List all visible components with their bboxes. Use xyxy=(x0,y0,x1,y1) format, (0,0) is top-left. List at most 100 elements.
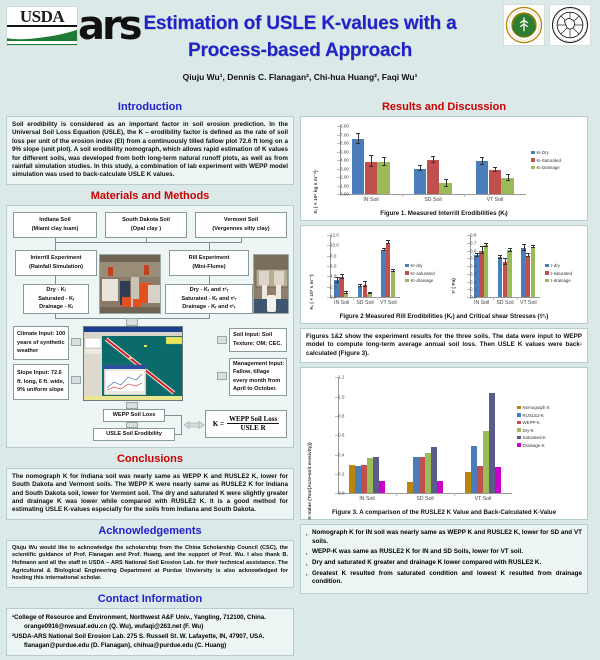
error-bar-cap xyxy=(369,155,373,157)
flow-line-interrill-vals xyxy=(55,275,56,284)
bar xyxy=(390,271,396,297)
legend-swatch xyxy=(405,271,409,275)
y-axis-tick xyxy=(467,242,470,244)
error-bar-cap xyxy=(531,246,536,248)
legend-label: WEPP-K xyxy=(522,420,540,426)
flow-usle-soil-erodibility: USLE Soil Erodibility xyxy=(93,427,175,441)
x-axis xyxy=(470,297,540,298)
legend-swatch xyxy=(517,443,521,447)
error-bar-cap xyxy=(358,285,363,287)
bar xyxy=(377,162,390,194)
x-axis-tick xyxy=(353,297,355,300)
error-bar-cap xyxy=(367,292,372,294)
flow-line-soils-h xyxy=(55,241,241,243)
legend-label: Saturated-K xyxy=(522,435,546,441)
bar xyxy=(344,292,349,297)
bar xyxy=(501,178,514,194)
y-axis-tick xyxy=(467,266,470,267)
legend-label: Kr-dry xyxy=(410,263,423,268)
figure-3-caption: Figure 3. A comparison of the RUSLE2 K V… xyxy=(331,509,557,517)
error-bar-cap xyxy=(498,257,503,259)
y-axis-tick xyxy=(327,276,330,278)
error-bar-cap xyxy=(443,186,448,188)
key-findings-list: Nomograph K for IN soil was nearly same … xyxy=(306,529,582,587)
error-bar xyxy=(507,175,509,181)
flow-management-input: Management Input: Fallow, tillage every … xyxy=(229,357,287,396)
legend-label: Ki-Drainage xyxy=(536,165,560,170)
key-findings-panel: Nomograph K for IN soil was nearly same … xyxy=(300,524,588,594)
x-axis-category-label: IN Soil xyxy=(474,300,490,306)
y-axis-tick xyxy=(337,134,340,136)
figure-1-caption: Figure 1. Measured Interrill Erodibiliti… xyxy=(380,210,508,217)
error-bar-cap xyxy=(480,163,485,165)
flow-arrow-to-wepp xyxy=(126,317,138,326)
y-axis-tick xyxy=(337,194,340,195)
bar xyxy=(362,284,367,297)
error-bar-cap xyxy=(503,258,507,260)
flow-line-vt-down xyxy=(241,237,242,243)
error-bar xyxy=(388,240,390,245)
legend-swatch xyxy=(531,165,535,170)
legend-item: Ki-Saturated xyxy=(531,158,561,163)
y-axis-tick xyxy=(335,454,338,456)
y-axis-tick xyxy=(337,126,340,127)
error-bar-cap xyxy=(521,249,526,251)
x-axis-category-label: VT Soil xyxy=(474,496,492,503)
y-axis-tick xyxy=(335,415,338,417)
flow-line-eq-bot xyxy=(175,433,182,435)
x-axis xyxy=(340,194,526,195)
methods-flowchart: Indiana Soil (Miami clay loam) South Dak… xyxy=(6,204,294,448)
flow-arrow-slope xyxy=(71,375,81,384)
y-axis-tick xyxy=(337,151,340,153)
flow-climate-input: Climate Input: 100 years of synthetic we… xyxy=(13,325,69,360)
x-axis-tick xyxy=(402,194,403,197)
x-axis xyxy=(338,493,512,495)
flow-line-sd-down xyxy=(146,237,147,243)
x-axis-category-label: SD Soil xyxy=(424,197,442,203)
ars-logo: ars xyxy=(78,3,143,49)
contact-emails-1: orange0916@nwsuaf.edu.cn (Q. Wu), wufaqi… xyxy=(24,623,204,631)
y-axis-tick xyxy=(327,297,330,298)
y-axis-tick xyxy=(335,473,338,475)
legend-swatch xyxy=(517,413,521,417)
bar xyxy=(372,456,379,494)
figure-3-panel: 0.00.20.40.60.81.01.2K-Value (Ton/(Acre•… xyxy=(300,367,588,521)
flow-wepp-soil-loss: WEPP Soil Loss xyxy=(103,408,165,422)
y-axis-tick xyxy=(337,168,340,170)
bar xyxy=(507,250,512,297)
mini-flume-lab-photo xyxy=(253,253,289,314)
flow-slope-input: Slope Input: 72.6 ft. long, 6 ft. wide, … xyxy=(13,363,69,400)
y-axis-tick xyxy=(467,281,470,283)
legend-label: τ-drainage xyxy=(550,278,571,283)
y-axis-tick xyxy=(327,266,330,267)
flow-south-dakota-soil: South Dakota Soil (Opal clay ) xyxy=(105,211,187,238)
y-axis-tick xyxy=(467,250,470,252)
flow-k-equation: K = WEPP Soil Loss USLE R xyxy=(205,409,287,438)
flow-arrow-soil xyxy=(217,335,227,344)
legend-swatch xyxy=(405,263,409,268)
error-bar-cap xyxy=(505,180,510,181)
error-bar-cap xyxy=(503,264,507,266)
legend-label: RUSLE2-K xyxy=(522,412,544,418)
equation-numerator: WEPP Soil Loss xyxy=(226,415,280,425)
legend-item: τ-drainage xyxy=(545,278,572,283)
flow-line-interrill-to-bus xyxy=(55,313,56,319)
legend-label: Ki-Dry xyxy=(536,150,549,155)
bar xyxy=(494,466,501,494)
flow-line-in-down xyxy=(55,237,56,243)
key-finding-item: Greatest K resulted from saturated condi… xyxy=(306,570,582,587)
legend-label: Kr-saturated xyxy=(410,270,435,276)
contact-block: ¹College of Resource and Environment, No… xyxy=(12,613,288,651)
y-axis xyxy=(330,235,331,297)
key-finding-item: Nomograph K for IN soil was nearly same … xyxy=(306,529,582,546)
legend-label: Ki-Saturated xyxy=(536,157,561,163)
bar xyxy=(413,457,419,494)
y-axis-tick xyxy=(467,235,470,236)
bar xyxy=(425,452,431,494)
methods-heading: Materials and Methods xyxy=(90,189,210,202)
flow-arrow-management xyxy=(217,371,227,380)
error-bar-cap xyxy=(474,252,479,254)
flow-line-rill-drop xyxy=(209,241,210,250)
error-bar-cap xyxy=(381,165,386,167)
